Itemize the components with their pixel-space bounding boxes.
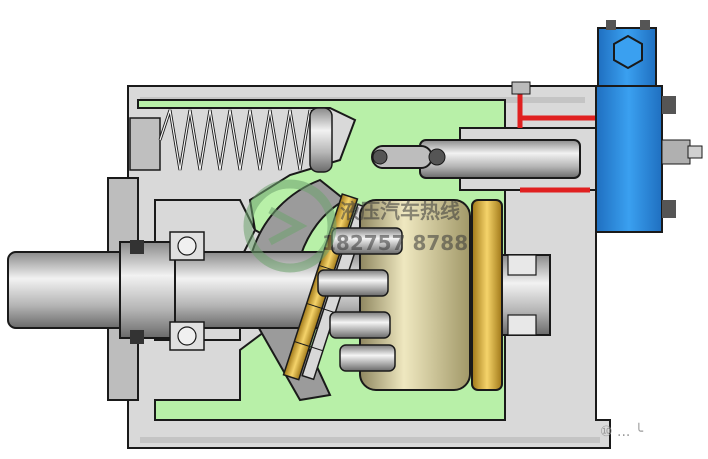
piston — [317, 269, 389, 297]
adjusting-screw — [661, 139, 691, 165]
piston — [339, 344, 396, 372]
bearing-roller — [177, 236, 197, 256]
rear-bearing — [507, 254, 537, 276]
rear-bearing — [507, 314, 537, 336]
watermark-phone: 182757 8788 — [322, 231, 468, 255]
pressure-line-port — [511, 81, 531, 95]
link-pin — [428, 148, 446, 166]
adjusting-screw-tip — [687, 145, 703, 159]
shaft-seal-top — [130, 240, 144, 254]
circular-logo-icon — [243, 179, 337, 273]
shaft-collar — [119, 241, 176, 339]
piston — [329, 311, 391, 339]
pressure-line — [517, 92, 595, 193]
top-bolt — [606, 20, 616, 30]
side-bolt — [662, 200, 676, 218]
footer-watermark-text: ⑩ ... ╰ — [600, 423, 644, 440]
side-bolt — [662, 96, 676, 114]
hex-bolt-icon — [613, 34, 643, 70]
coil-spring-icon — [129, 107, 333, 173]
bearing-roller — [177, 326, 197, 346]
valve-plate — [471, 199, 503, 391]
link-pin — [372, 149, 388, 165]
control-valve-block — [595, 85, 663, 233]
watermark-cn-text: 液压汽车热线 — [340, 199, 460, 223]
shaft-seal-bottom — [130, 330, 144, 344]
watermark: 液压汽车热线 182757 8788 — [243, 179, 468, 273]
top-bolt — [640, 20, 650, 30]
